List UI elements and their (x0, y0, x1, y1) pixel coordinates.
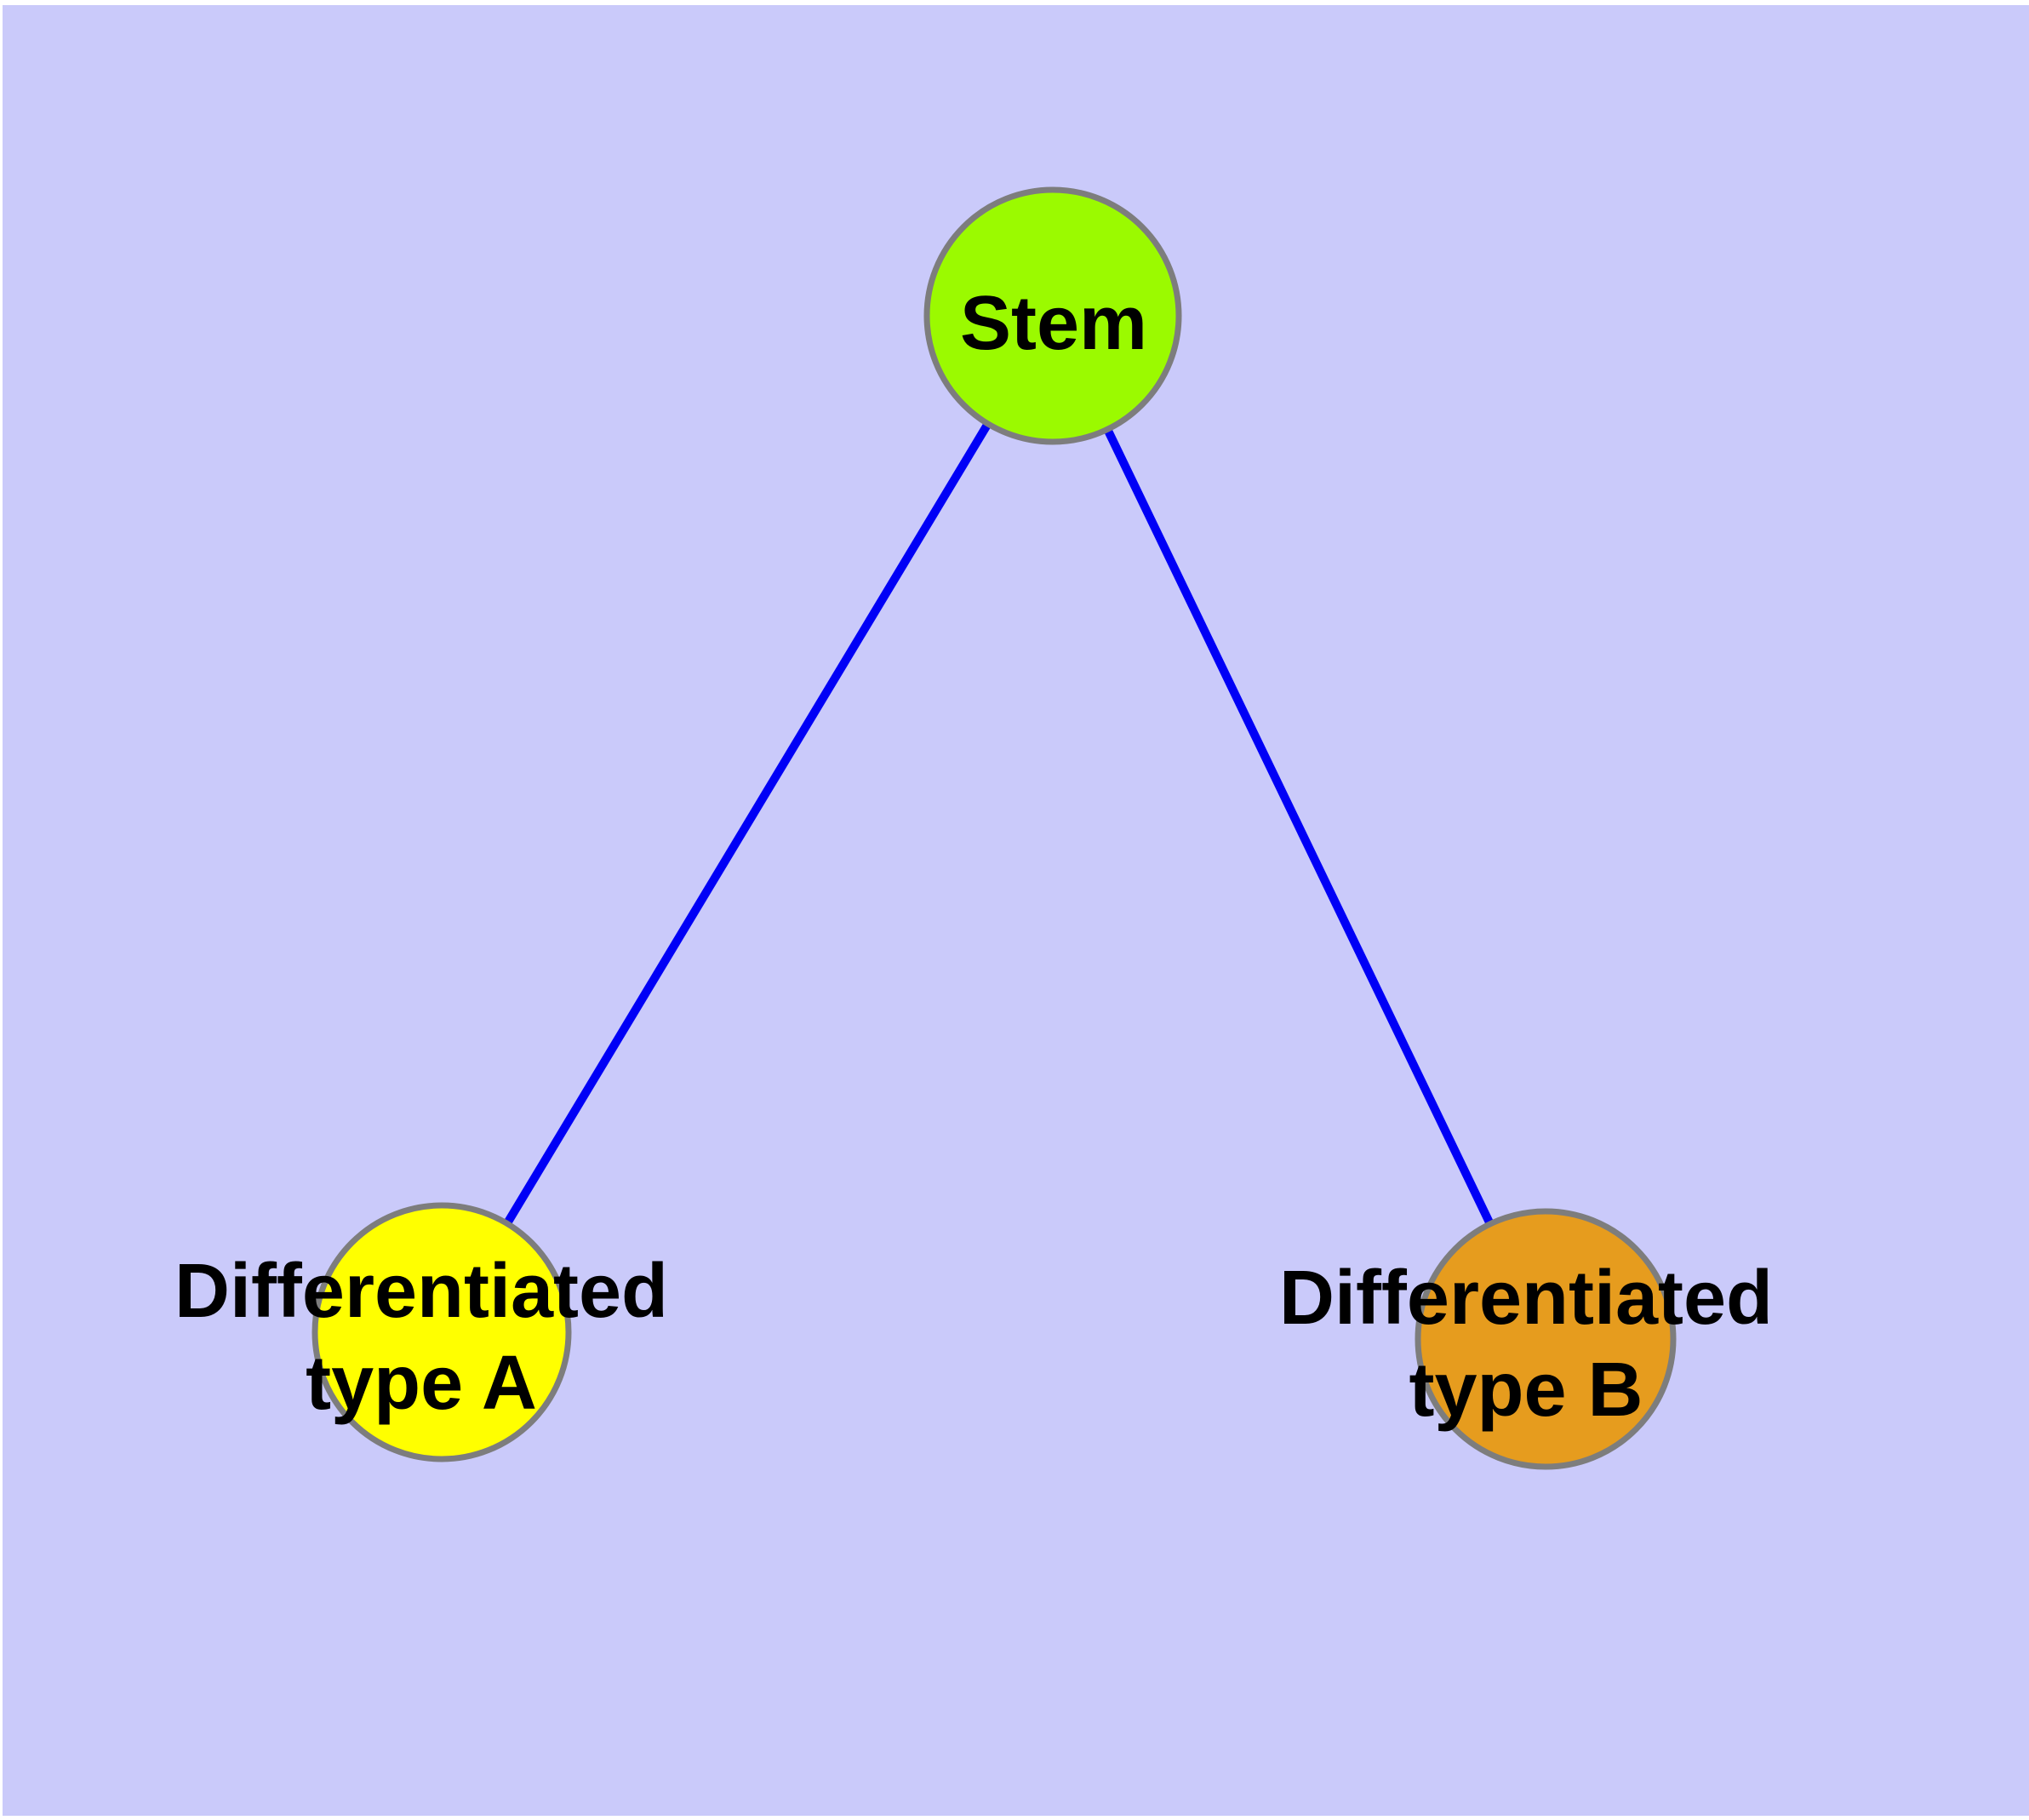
edge-stem-typeA (437, 313, 1057, 1335)
edge-stem-typeB (1049, 313, 1550, 1342)
node-typeA[interactable] (311, 1202, 572, 1462)
node-typeB[interactable] (1415, 1208, 1677, 1470)
node-stem[interactable] (923, 186, 1182, 445)
